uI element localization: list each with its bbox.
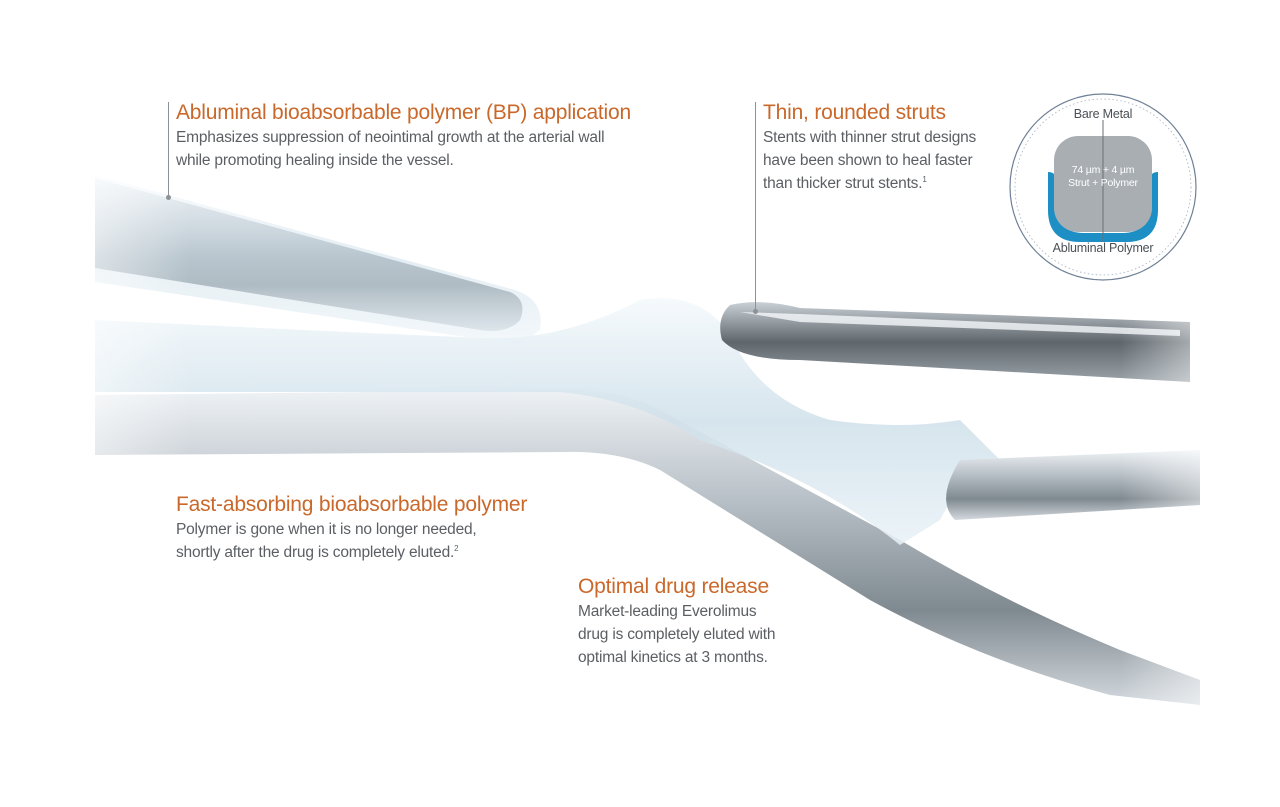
callout-fast-absorbing: Fast-absorbing bioabsorbable polymer Pol… bbox=[176, 492, 596, 564]
callout-title: Fast-absorbing bioabsorbable polymer bbox=[176, 493, 528, 516]
inset-dimension-caption: Strut + Polymer bbox=[1068, 177, 1138, 189]
strut-upper-left-polymer bbox=[95, 175, 541, 345]
callout-body: Stents with thinner strut designs have b… bbox=[763, 126, 993, 195]
reference-marker: 1 bbox=[922, 174, 927, 184]
leader-dot-struts bbox=[753, 309, 758, 314]
callout-body-line: Polymer is gone when it is no longer nee… bbox=[176, 521, 477, 538]
callout-body-text: than thicker strut stents. bbox=[763, 175, 923, 192]
inset-label-bare-metal: Bare Metal bbox=[1073, 107, 1133, 121]
polymer-web bbox=[95, 298, 1000, 545]
callout-thin-struts: Thin, rounded struts Stents with thinner… bbox=[763, 100, 993, 195]
abluminal-polymer-layer bbox=[1048, 172, 1158, 242]
inset-circle-dotted bbox=[1014, 98, 1192, 276]
leader-line-struts bbox=[755, 102, 756, 312]
inset-label-abluminal-polymer: Abluminal Polymer bbox=[1052, 241, 1154, 255]
leader-line-bp bbox=[168, 102, 169, 198]
callout-body: Emphasizes suppression of neointimal gro… bbox=[176, 126, 656, 172]
callout-bp-application: Abluminal bioabsorbable polymer (BP) app… bbox=[176, 100, 656, 172]
strut-central bbox=[95, 389, 1200, 705]
callout-body-line: have been shown to heal faster bbox=[763, 152, 973, 169]
callout-drug-release: Optimal drug release Market-leading Ever… bbox=[578, 574, 838, 669]
callout-body-line: shortly after the drug is completely elu… bbox=[176, 541, 596, 564]
callout-body-line: drug is completely eluted with bbox=[578, 626, 776, 643]
callout-body-line: than thicker strut stents.1 bbox=[763, 172, 993, 195]
callout-body: Market-leading Everolimus drug is comple… bbox=[578, 600, 838, 669]
inset-dimension: 74 µm + 4 µm bbox=[1071, 164, 1135, 176]
strut-upper-right-highlight bbox=[740, 312, 1180, 336]
callout-body-line: optimal kinetics at 3 months. bbox=[578, 649, 768, 666]
callout-title: Thin, rounded struts bbox=[763, 101, 946, 124]
callout-title: Abluminal bioabsorbable polymer (BP) app… bbox=[176, 101, 631, 124]
strut-cross-section-diagram bbox=[1009, 93, 1197, 281]
callout-body: Polymer is gone when it is no longer nee… bbox=[176, 518, 596, 564]
callout-body-line: while promoting healing inside the vesse… bbox=[176, 152, 454, 169]
callout-body-line: Emphasizes suppression of neointimal gro… bbox=[176, 129, 605, 146]
callout-title: Optimal drug release bbox=[578, 575, 769, 598]
reference-marker: 2 bbox=[454, 543, 459, 553]
leader-dot-bp bbox=[166, 195, 171, 200]
callout-body-line: Stents with thinner strut designs bbox=[763, 129, 977, 146]
callout-body-text: shortly after the drug is completely elu… bbox=[176, 544, 455, 561]
callout-body-line: Market-leading Everolimus bbox=[578, 603, 757, 620]
